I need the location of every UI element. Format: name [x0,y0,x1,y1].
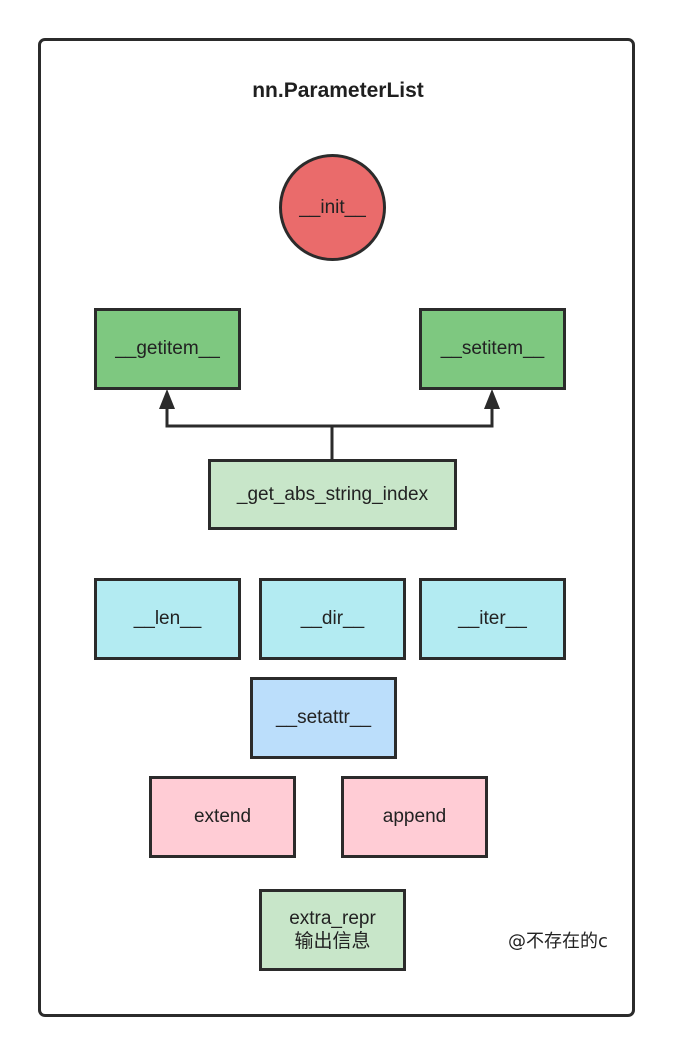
node-iter-label: __iter__ [458,608,527,629]
node-len: __len__ [94,578,241,660]
node-get-abs-string-index: _get_abs_string_index [208,459,457,530]
node-getitem: __getitem__ [94,308,241,390]
node-extra-repr-line1: extra_repr [289,908,376,929]
node-dir-label: __dir__ [300,608,365,629]
node-extend: extend [149,776,296,858]
node-dir: __dir__ [259,578,406,660]
node-setattr: __setattr__ [250,677,397,759]
node-init-label: __init__ [299,196,366,218]
node-getitem-label: __getitem__ [115,338,220,359]
node-extend-label: extend [193,806,252,827]
node-get-abs-string-index-label: _get_abs_string_index [236,483,429,505]
node-append: append [341,776,488,858]
node-init: __init__ [279,154,386,261]
node-extra-repr-line2: 输出信息 [294,930,371,952]
diagram-title: nn.ParameterList [252,79,424,102]
node-append-label: append [382,806,447,827]
node-setattr-label: __setattr__ [275,707,372,728]
node-len-label: __len__ [133,608,202,629]
node-iter: __iter__ [419,578,566,660]
watermark: @不存在的c [508,931,608,952]
node-extra-repr: extra_repr 输出信息 [259,889,406,971]
node-setitem: __setitem__ [419,308,566,390]
node-setitem-label: __setitem__ [440,338,545,359]
